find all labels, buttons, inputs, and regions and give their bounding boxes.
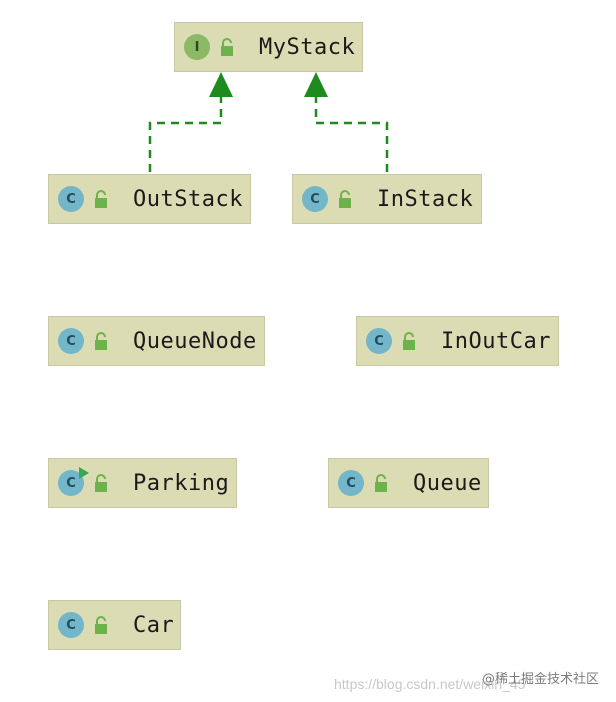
class-badge-letter: C xyxy=(66,475,76,491)
runnable-class-icon: C xyxy=(58,467,89,496)
class-icon: C xyxy=(338,470,364,496)
watermark-brand: @稀土掘金技术社区 xyxy=(482,672,600,687)
class-name: QueueNode xyxy=(133,328,257,354)
unlocked-icon xyxy=(91,472,111,494)
class-icon: C xyxy=(366,328,392,354)
interface-box-mystack[interactable]: I MyStack xyxy=(174,22,363,72)
class-name: InOutCar xyxy=(441,328,551,354)
class-icon: C xyxy=(58,186,84,212)
edge-outstack-to-mystack xyxy=(148,72,233,172)
class-icon: C xyxy=(302,186,328,212)
class-box-inoutcar[interactable]: C InOutCar xyxy=(356,316,559,366)
class-box-instack[interactable]: C InStack xyxy=(292,174,482,224)
run-marker-icon xyxy=(79,467,89,479)
unlocked-icon xyxy=(217,36,237,58)
unlocked-icon xyxy=(371,472,391,494)
class-box-outstack[interactable]: C OutStack xyxy=(48,174,251,224)
edge-instack-to-mystack xyxy=(304,72,389,172)
unlocked-icon xyxy=(91,330,111,352)
class-name: InStack xyxy=(377,186,474,212)
class-box-car[interactable]: C Car xyxy=(48,600,181,650)
class-name: MyStack xyxy=(259,34,356,60)
class-box-parking[interactable]: C Parking xyxy=(48,458,237,508)
class-name: Queue xyxy=(413,470,482,496)
class-box-queuenode[interactable]: C QueueNode xyxy=(48,316,265,366)
class-icon: C xyxy=(58,328,84,354)
class-name: Parking xyxy=(133,470,230,496)
unlocked-icon xyxy=(399,330,419,352)
unlocked-icon xyxy=(335,188,355,210)
class-name: OutStack xyxy=(133,186,243,212)
class-name: Car xyxy=(133,612,175,638)
watermark-url: https://blog.csdn.net/weixin_45 xyxy=(334,676,526,692)
class-box-queue[interactable]: C Queue xyxy=(328,458,489,508)
interface-icon: I xyxy=(184,34,210,60)
unlocked-icon xyxy=(91,614,111,636)
unlocked-icon xyxy=(91,188,111,210)
class-icon: C xyxy=(58,612,84,638)
